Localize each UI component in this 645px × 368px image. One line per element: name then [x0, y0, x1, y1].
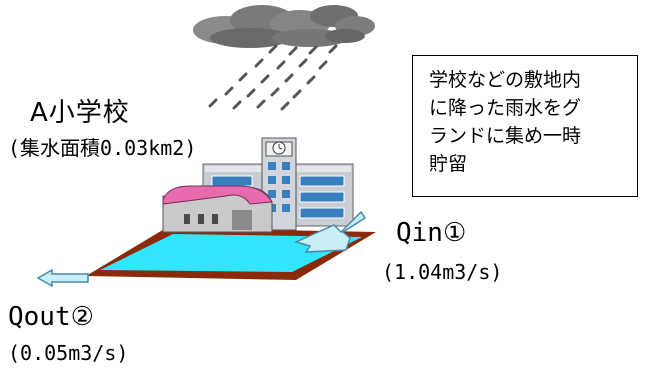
clock-icon [272, 141, 286, 155]
inflow-value: (1.04m3/s) [382, 260, 503, 284]
retention-pond-icon [86, 228, 376, 280]
outflow-arrow-icon [36, 268, 89, 288]
outflow-label: Qout② [8, 302, 94, 332]
school-building-icon [162, 137, 354, 233]
inflow-arrow-icon [293, 210, 367, 253]
note-box: 学校などの敷地内 に降った雨水をグ ランドに集め一時 貯留 [412, 55, 638, 197]
catchment-area-label: (集水面積0.03km2) [8, 136, 197, 160]
inflow-label: Qin① [396, 218, 467, 248]
outflow-value: (0.05m3/s) [8, 341, 129, 365]
rain-icon [208, 44, 338, 111]
school-name: A小学校 [30, 98, 130, 128]
rain-cloud-icon [193, 5, 375, 48]
note-text: 学校などの敷地内 に降った雨水をグ ランドに集め一時 貯留 [429, 69, 582, 175]
